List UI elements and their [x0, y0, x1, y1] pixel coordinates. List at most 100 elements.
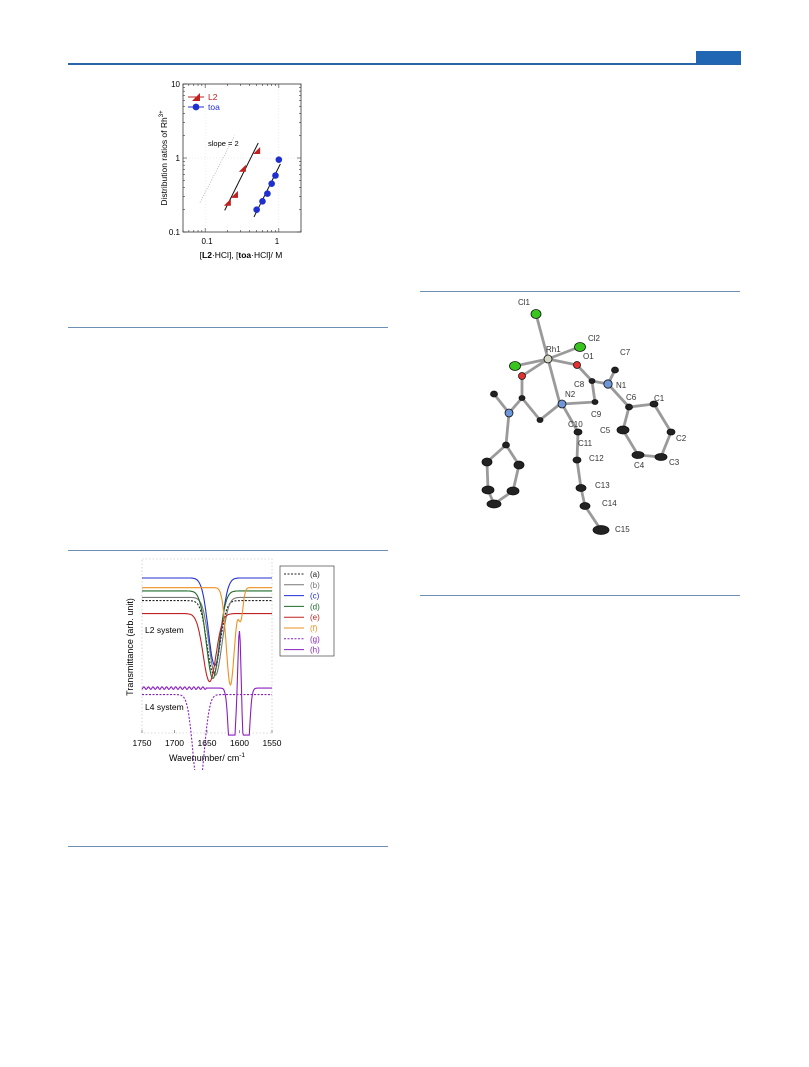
ir-curve-d: [142, 590, 272, 680]
ir-spectra-chart: L2 system L4 system 1750 1700 1650 1600 …: [125, 558, 335, 770]
atom-rh1: [543, 354, 553, 364]
atom-carbon: [625, 403, 633, 411]
atom-carbon: [631, 451, 645, 459]
header-rule: [68, 63, 741, 65]
crystal-structure-figure: Cl1 Rh1 Cl2 O1 C7 C8 N1 N2 C9 C6 C1 C10 …: [481, 298, 687, 535]
data-points: [223, 147, 283, 214]
atom-carbon: [573, 428, 583, 436]
y-axis-label: Distribution ratios of Rh3+: [159, 110, 169, 206]
atom-carbon: [591, 399, 599, 405]
atom-cl1: [530, 309, 542, 319]
atom-carbon: [536, 417, 544, 423]
section-rule-1: [68, 327, 388, 328]
atom-carbon: [588, 378, 596, 384]
distribution-ratio-chart: 10 1 0.1 0.1 1 Distribution ratios of Rh…: [159, 80, 302, 260]
ir-legend-label: (e): [310, 613, 320, 622]
header-tab: [696, 51, 741, 64]
legend-label-toa: toa: [208, 102, 220, 112]
atom-label: C5: [600, 426, 611, 435]
atom-label: C12: [589, 454, 604, 463]
atom-n1: [603, 379, 613, 389]
atom-label: C11: [578, 439, 593, 448]
atoms: [481, 309, 676, 535]
ir-curves: [141, 577, 272, 770]
point-toa: [259, 197, 266, 205]
legend-label-l2: L2: [208, 92, 218, 102]
atom-carbon: [502, 441, 510, 449]
atom-label: C2: [676, 434, 687, 443]
atom-o2: [518, 372, 526, 380]
point-l2: [230, 190, 238, 198]
atom-label: C6: [626, 393, 637, 402]
plot-grid: [183, 84, 301, 232]
atom-carbon: [481, 485, 495, 495]
plot-frame: [182, 83, 302, 233]
ir-curve-c: [142, 577, 272, 667]
ir-curve-f: [142, 587, 272, 687]
fit-line-l2: [224, 142, 259, 211]
slope-line: [199, 135, 235, 203]
atom-carbon: [486, 499, 502, 509]
ir-legend-box: [279, 565, 335, 657]
atom-carbon: [575, 484, 587, 492]
point-toa: [253, 206, 260, 214]
l4-system-label: L4 system: [145, 702, 184, 712]
slope-guide-line: [199, 135, 235, 203]
atom-carbon: [616, 425, 630, 435]
atom-label: N2: [565, 390, 576, 399]
atom-label: C10: [568, 420, 583, 429]
atom-label: Rh1: [546, 345, 561, 354]
ir-legend-label: (b): [310, 581, 320, 590]
legend: L2 toa: [188, 92, 220, 112]
ytick-label: 10: [171, 80, 180, 89]
axis-ticks: [182, 83, 302, 233]
atom-o1: [573, 361, 581, 369]
atom-label: C13: [595, 481, 610, 490]
atom-carbon: [506, 486, 520, 496]
atom-carbon: [666, 428, 676, 436]
ir-curve-a: [142, 600, 272, 675]
atom-label: C7: [620, 348, 631, 357]
slope-annotation: slope = 2: [208, 139, 239, 148]
section-rule-2: [68, 550, 388, 551]
legend-marker-toa: [192, 103, 200, 111]
point-toa: [264, 190, 271, 197]
legend-marker-l2: [192, 93, 200, 101]
atom-label: C14: [602, 499, 617, 508]
atom-cl3: [509, 361, 521, 371]
atom-label: O1: [583, 352, 594, 361]
point-l2: [223, 198, 231, 206]
section-rule-5: [420, 595, 740, 596]
l2-system-label: L2 system: [145, 625, 184, 635]
ir-legend-label: (d): [310, 602, 320, 611]
ir-xtick-label: 1550: [263, 738, 282, 748]
atom-n3: [504, 408, 514, 418]
atom-carbon: [518, 395, 526, 401]
atom-carbon: [592, 525, 610, 535]
atom-n2: [557, 399, 567, 409]
atom-labels: Cl1 Rh1 Cl2 O1 C7 C8 N1 N2 C9 C6 C1 C10 …: [518, 298, 687, 534]
atom-carbon: [513, 460, 525, 470]
ir-legend-label: (g): [310, 635, 320, 644]
section-rule-4: [420, 291, 740, 292]
atom-carbon: [572, 456, 582, 464]
ir-legend-label: (c): [310, 592, 320, 601]
ir-curve-g: [142, 694, 272, 770]
atom-carbon: [654, 453, 668, 461]
point-l2: [238, 164, 246, 172]
atom-label: C3: [669, 458, 680, 467]
ytick-label: 1: [176, 154, 181, 163]
atom-carbon: [649, 400, 659, 408]
fit-lines: [224, 142, 281, 218]
ir-legend-label: (f): [310, 624, 318, 633]
xtick-label: 1: [275, 237, 280, 246]
section-rule-3: [68, 846, 388, 847]
point-toa: [275, 156, 283, 163]
atom-carbon: [481, 457, 493, 467]
ir-curve-b: [142, 596, 272, 676]
ytick-label: 0.1: [169, 228, 181, 237]
ir-xtick-label: 1650: [198, 738, 217, 748]
ir-legend-label: (a): [310, 570, 320, 579]
x-axis-label: [L2·HCl], [toa·HCl]/ M: [200, 250, 283, 260]
atom-label: C4: [634, 461, 645, 470]
